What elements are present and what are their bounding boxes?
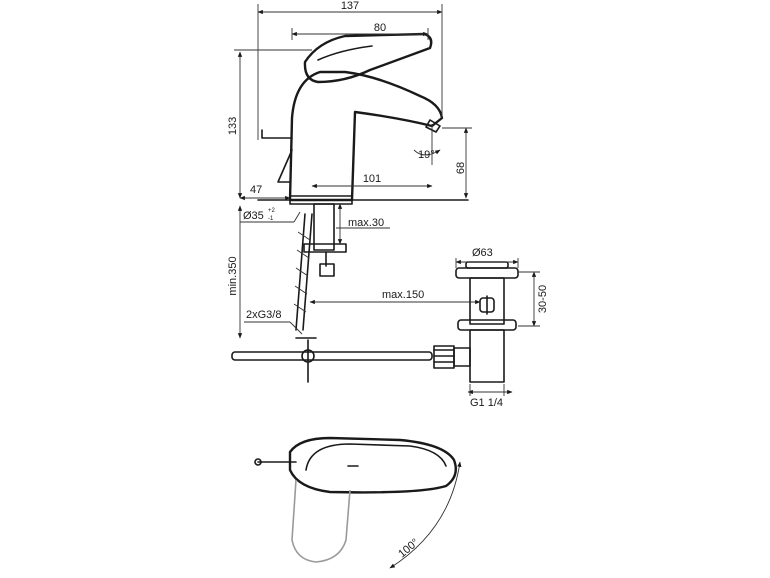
popup-horizontal-rod [231, 351, 433, 361]
dim-47-label: 47 [250, 184, 262, 196]
dim-35-tol-minus: -1 [268, 216, 274, 222]
under-deck-assembly [293, 203, 347, 331]
threaded-shank [313, 203, 335, 251]
dim-max30-label: max.30 [348, 217, 384, 229]
faucet-top-view: 100° [254, 436, 462, 569]
waste-cap-top [465, 261, 509, 269]
dim-3050-label: 30-50 [537, 285, 549, 313]
faucet-side-view [257, 32, 469, 205]
dim-133-label: 133 [227, 117, 239, 135]
lever-rotation-arc [389, 461, 462, 569]
dim-hole-diameter: Ø35 +2 -1 [240, 208, 301, 223]
hose-braid [293, 231, 311, 313]
waste-flange-nut [457, 319, 517, 331]
dim-lever-width: 80 [291, 22, 429, 40]
dim-deck-thickness: max.30 [336, 203, 390, 245]
spout-angle-arc [413, 149, 441, 156]
dim-outlet-height: 68 [442, 127, 472, 199]
popup-rod [261, 129, 293, 183]
dim-g114-label: G1 1/4 [470, 397, 503, 409]
dim-min350-label: min.350 [227, 256, 239, 295]
dim-101-label: 101 [363, 173, 381, 185]
dim-waste-adjust: 30-50 [518, 271, 549, 327]
lever-handle [303, 32, 433, 84]
lever-crease [317, 45, 373, 61]
dim-overall-height: 133 [227, 49, 312, 199]
dim-spout-reach: 101 [311, 173, 433, 189]
dim-base-offset: 47 [239, 184, 291, 201]
lever-rotated-ghost [291, 479, 351, 563]
lever-top-outline [288, 436, 457, 494]
dim-hose-length: min.350 [227, 205, 243, 339]
waste-cap [455, 267, 519, 279]
popup-linkage [231, 337, 433, 383]
dim-waste-cap: Ø63 [455, 247, 519, 268]
lever-top-inner [305, 443, 447, 471]
waste-body-upper [469, 277, 505, 325]
fixing-nut [319, 263, 335, 277]
dim-35-label: Ø35 [243, 210, 264, 222]
dim-angle-label: 19° [418, 149, 435, 161]
dim-waste-thread: G1 1/4 [467, 384, 513, 409]
dim-drain-reach: max.150 [309, 289, 481, 305]
dim-hose-connection: 2xG3/8 [244, 309, 303, 335]
waste-body-lower [469, 329, 505, 383]
dim-137-label: 137 [341, 0, 359, 12]
dim-63-label: Ø63 [472, 247, 493, 259]
dim-100deg-label: 100° [396, 536, 421, 560]
dim-35-tol-plus: +2 [268, 208, 276, 214]
waste-valve [433, 261, 519, 383]
waste-side-port [453, 347, 471, 367]
spout-aerator [425, 119, 441, 133]
dim-80-label: 80 [374, 22, 386, 34]
dim-max150-label: max.150 [382, 289, 424, 301]
popup-knob [254, 458, 262, 466]
fixing-plate [303, 243, 347, 253]
faucet-body [288, 70, 444, 202]
dim-68-label: 68 [455, 162, 467, 174]
dim-g38-label: 2xG3/8 [246, 309, 281, 321]
hose-left [295, 213, 306, 331]
dim-overall-width: 137 [257, 0, 443, 140]
